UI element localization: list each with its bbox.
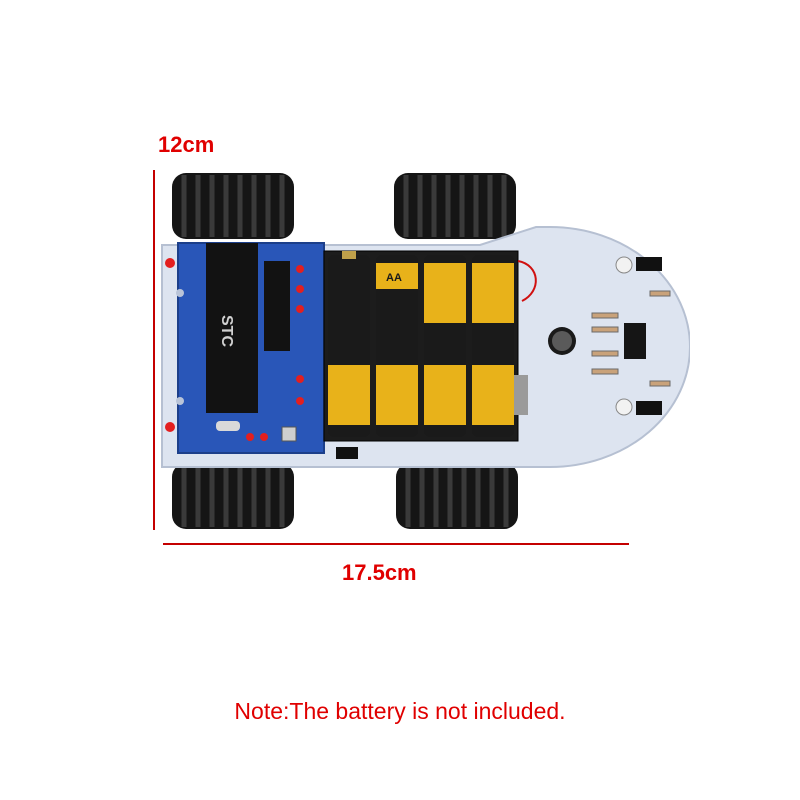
- battery-3: [424, 255, 466, 437]
- power-switch: [336, 447, 358, 459]
- battery-note: Note:The battery is not included.: [234, 698, 566, 724]
- width-dimension-line: [163, 543, 629, 545]
- height-dimension-label: 12cm: [158, 132, 215, 157]
- sensor-board: [548, 256, 671, 416]
- chip-label: STC: [218, 315, 235, 347]
- battery-2: AA: [376, 255, 418, 437]
- microcontroller-chip: [206, 243, 258, 413]
- battery-1: [328, 251, 370, 437]
- robot-car-image: STC AA: [161, 173, 690, 529]
- control-board: STC: [165, 242, 325, 454]
- tire-rear-right: [172, 463, 294, 529]
- tire-front-left: [394, 173, 516, 239]
- height-dimension-line: [153, 170, 155, 530]
- battery-holder: AA: [323, 250, 537, 442]
- width-dimension-label: 17.5cm: [342, 560, 417, 585]
- battery-4: [472, 255, 514, 437]
- tire-front-right: [396, 463, 518, 529]
- battery-label: AA: [386, 272, 402, 284]
- tire-rear-left: [172, 173, 294, 239]
